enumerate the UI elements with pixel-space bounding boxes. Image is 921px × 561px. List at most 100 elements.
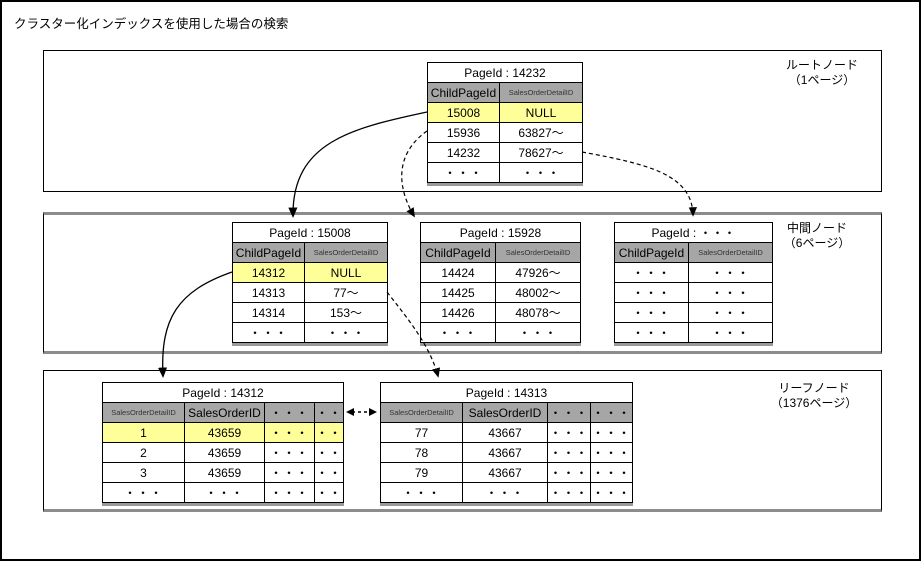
- table-cell: 15008: [427, 102, 500, 123]
- table-cell: 43667: [462, 462, 548, 483]
- table-cell: ・・・: [304, 322, 388, 343]
- table-cell: 2: [102, 442, 185, 463]
- table-cell: ・・・: [589, 442, 634, 463]
- column-header: ・・・: [264, 402, 315, 423]
- leaf-node-label: リーフノード （1376ページ）: [759, 381, 869, 411]
- table-row: ・・・・・・: [614, 322, 773, 343]
- table-cell: ・・・: [688, 302, 773, 323]
- table-cell: ・・・: [427, 162, 500, 183]
- column-header: SalesOrderDetailID: [688, 242, 773, 263]
- page-title: クラスター化インデックスを使用した場合の検索: [14, 17, 289, 31]
- table-cell: ・・: [313, 462, 345, 483]
- column-header: SalesOrderDetailID: [495, 242, 581, 263]
- table-cell: ・・・: [589, 482, 634, 503]
- table-cell: ・・: [313, 442, 345, 463]
- root-node-label-line1: ルートノード: [785, 58, 858, 72]
- root-node-label: ルートノード （1ページ）: [767, 58, 877, 88]
- table-cell: ・・・: [102, 482, 185, 503]
- table-cell: ・・・: [614, 282, 689, 303]
- column-header: SalesOrderDetailID: [380, 402, 463, 423]
- table-cell: ・・・: [547, 442, 591, 463]
- table-cell: 79: [380, 462, 463, 483]
- table-cell: 14312: [232, 262, 305, 283]
- table-cell: ・・・: [614, 322, 689, 343]
- table-cell: 47926～: [495, 262, 581, 283]
- table-cell: 14426: [420, 302, 496, 323]
- table-cell: ・・・: [264, 422, 315, 443]
- table-title: PageId : ・・・: [614, 222, 773, 243]
- table-cell: ・・・: [264, 442, 315, 463]
- table-row: ・・・・・・: [614, 262, 773, 283]
- table-cell: ・・: [313, 422, 345, 443]
- table-cell: 77～: [304, 282, 388, 303]
- table-cell: ・・・: [614, 302, 689, 323]
- table-cell: 43659: [184, 462, 265, 483]
- table-row: ・・・・・・: [614, 302, 773, 323]
- table-cell: 1: [102, 422, 185, 443]
- table-cell: 63827～: [499, 122, 583, 143]
- column-header: SalesOrderDetailID: [499, 82, 583, 103]
- column-header: SalesOrderDetailID: [102, 402, 185, 423]
- table-cell: 14424: [420, 262, 496, 283]
- table-cell: 14425: [420, 282, 496, 303]
- table-cell: 48002～: [495, 282, 581, 303]
- table-cell: NULL: [499, 102, 583, 123]
- intermediate-node-label: 中間ノード （6ページ）: [762, 221, 872, 251]
- root-node-label-line2: （1ページ）: [788, 73, 856, 87]
- table-cell: ・・: [313, 482, 345, 503]
- table-cell: 43659: [184, 442, 265, 463]
- table-cell: 78627～: [499, 142, 583, 163]
- table-row: ・・・・・・・・・・・・: [380, 482, 634, 503]
- table-cell: 43667: [462, 422, 548, 443]
- column-header: ChildPageId: [614, 242, 689, 263]
- table-row: ・・・・・・: [232, 322, 388, 343]
- table-cell: ・・・: [614, 262, 689, 283]
- table-cell: ・・・: [688, 282, 773, 303]
- table-title: PageId : 14232: [427, 62, 583, 83]
- leaf-node-label-line2: （1376ページ）: [770, 396, 858, 410]
- table-cell: ・・・: [499, 162, 583, 183]
- table-cell: NULL: [304, 262, 388, 283]
- table-row: ・・・・・・: [427, 162, 583, 183]
- column-header: ChildPageId: [427, 82, 500, 103]
- table-cell: ・・・: [495, 322, 581, 343]
- column-header: SalesOrderDetailID: [304, 242, 388, 263]
- column-header: ChildPageId: [420, 242, 496, 263]
- table-cell: ・・・: [264, 462, 315, 483]
- table-cell: ・・・: [688, 262, 773, 283]
- table-cell: 78: [380, 442, 463, 463]
- table-cell: ・・・: [547, 422, 591, 443]
- table-cell: 15936: [427, 122, 500, 143]
- column-header: ChildPageId: [232, 242, 305, 263]
- table-cell: ・・・: [264, 482, 315, 503]
- table-cell: 14232: [427, 142, 500, 163]
- table-cell: 48078～: [495, 302, 581, 323]
- column-header: SalesOrderID: [462, 402, 548, 423]
- table-cell: ・・・: [547, 482, 591, 503]
- table-cell: 153～: [304, 302, 388, 323]
- table-cell: ・・・: [589, 422, 634, 443]
- column-header: ・・・: [589, 402, 634, 423]
- table-cell: ・・・: [420, 322, 496, 343]
